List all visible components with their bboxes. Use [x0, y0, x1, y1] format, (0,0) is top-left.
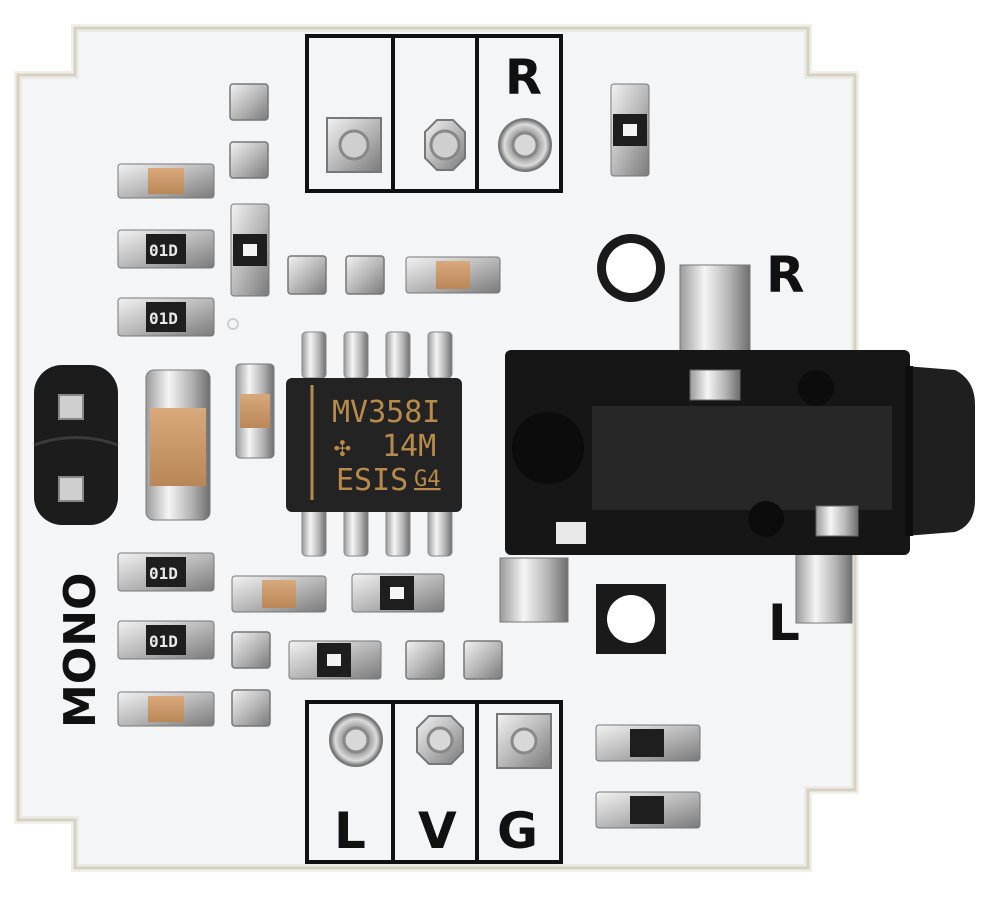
mono-header[interactable] — [33, 365, 119, 525]
large-capacitor — [145, 369, 211, 521]
pin-label-l: L — [334, 802, 366, 860]
mounting-hole-top — [597, 234, 665, 302]
chip-leads-bottom — [301, 507, 453, 557]
vertical-capacitor — [235, 363, 275, 459]
svg-text:01D: 01D — [149, 241, 178, 260]
mono-label: MONO — [55, 573, 106, 728]
jack-label-r: R — [766, 246, 805, 304]
pin-label-v: V — [418, 802, 457, 860]
top-header-pin-round[interactable] — [498, 118, 552, 172]
mounting-hole-bottom — [596, 584, 666, 654]
svg-text:01D: 01D — [149, 564, 178, 583]
jack-label-l: L — [768, 594, 800, 652]
svg-text:01D: 01D — [149, 309, 178, 328]
bottom-header-outline — [305, 700, 563, 864]
bottom-header-pin-v[interactable] — [416, 715, 464, 765]
pin-label-g: G — [497, 802, 538, 860]
opamp-chip: MV358I ✣ 14M ESIS G4 — [286, 331, 462, 557]
bottom-header-pin-g[interactable] — [496, 713, 552, 769]
top-header-outline — [305, 34, 563, 193]
ti-logo-icon: ✣ — [334, 430, 351, 463]
smd-capacitors — [117, 163, 501, 727]
via — [227, 318, 239, 330]
smd-resistors: 01D 01D 01D 01D — [117, 229, 215, 660]
header-label-r: R — [505, 50, 542, 106]
chip-text-line3: ESIS — [336, 463, 408, 498]
chip-text-line1: MV358I — [332, 395, 440, 430]
audio-jack[interactable] — [499, 264, 975, 624]
smd-small-parts — [230, 83, 701, 829]
chip-text-suffix: G4 — [414, 467, 441, 492]
chip-text-line2: 14M — [382, 429, 436, 464]
bottom-header-pin-l[interactable] — [329, 713, 383, 767]
top-header-pin-square[interactable] — [326, 117, 382, 173]
svg-text:01D: 01D — [149, 632, 178, 651]
top-header-pin-middle[interactable] — [424, 119, 466, 171]
empty-pads — [229, 83, 503, 727]
